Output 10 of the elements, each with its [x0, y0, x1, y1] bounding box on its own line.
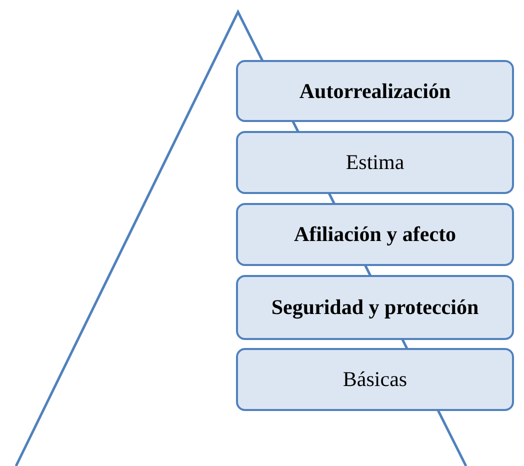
level-label: Autorrealización	[298, 80, 452, 102]
level-label: Seguridad y protección	[270, 297, 480, 318]
level-label: Básicas	[342, 369, 408, 390]
level-box	[236, 275, 514, 340]
level-label: Estima	[344, 152, 406, 173]
level-box	[236, 203, 514, 266]
level-box	[236, 348, 514, 411]
level-box	[236, 131, 514, 194]
level-box	[236, 60, 514, 122]
level-label: Afiliación y afecto	[292, 224, 458, 245]
